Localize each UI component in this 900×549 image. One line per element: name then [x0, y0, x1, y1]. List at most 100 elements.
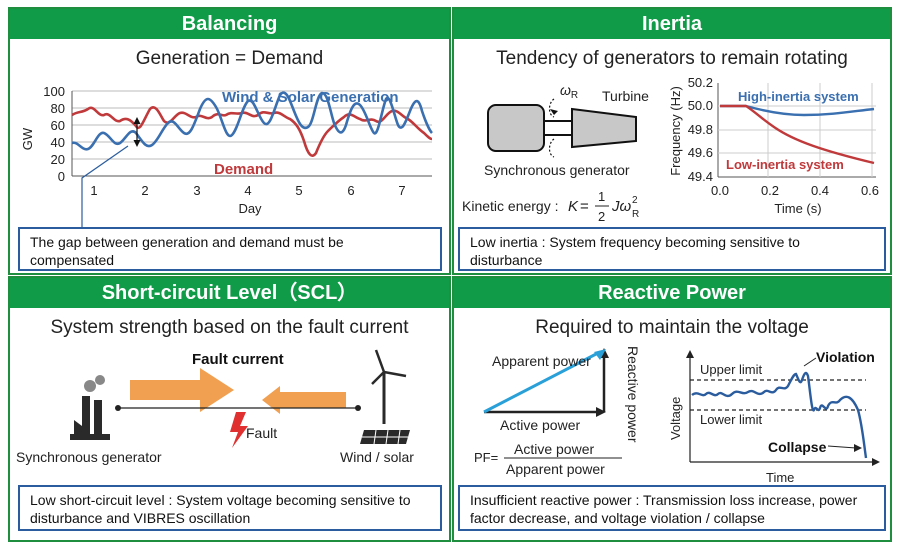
inertia-note: Low inertia : System frequency becoming …: [458, 227, 886, 271]
svg-text:2: 2: [598, 209, 605, 224]
power-triangle: [483, 348, 609, 417]
voltage-line: [691, 371, 868, 459]
freq-xtick: 0.6: [861, 183, 879, 198]
high-inertia-line: [720, 104, 875, 117]
bus-node-right: [355, 405, 361, 411]
fault-current-arrow: [130, 368, 234, 412]
svg-text:=: =: [580, 198, 589, 215]
demand-label: Demand: [214, 161, 273, 178]
low-inertia-label: Low-inertia system: [726, 157, 844, 172]
wind-solar-label: Wind & Solar Generation: [222, 89, 399, 106]
gap-arrow-head-up: [133, 117, 141, 124]
balancing-xtick: 7: [398, 183, 405, 198]
collapse-arrow-head: [854, 444, 862, 452]
lower-limit-label: Lower limit: [700, 412, 763, 427]
balancing-note: The gap between generation and demand mu…: [18, 227, 442, 271]
scl-diagram: Fault current Fault: [16, 349, 414, 465]
apparent-power-label: Apparent power: [492, 353, 591, 369]
svg-text:R: R: [632, 209, 639, 220]
wind-current-arrow: [262, 386, 346, 414]
voltage-axis-label: Voltage: [668, 397, 683, 440]
gap-arrow-head-down: [133, 140, 141, 147]
balancing-xtick: 6: [347, 183, 354, 198]
turbine-icon: [571, 107, 637, 149]
freq-ytick: 50.2: [688, 75, 713, 90]
inertia-diagram: ωR Turbine Synchronous generator Kinetic…: [462, 75, 879, 224]
balancing-xtick: 3: [193, 183, 200, 198]
kinetic-label: Kinetic energy :: [462, 198, 559, 214]
freq-xtick: 0.2: [761, 183, 779, 198]
freq-ylabel: Frequency (Hz): [668, 86, 683, 176]
freq-xlabel: Time (s): [774, 201, 821, 216]
inertia-subtitle: Tendency of generators to remain rotatin…: [496, 48, 848, 69]
balancing-ytick: 80: [51, 101, 65, 116]
scl-note: Low short-circuit level : System voltage…: [18, 485, 442, 531]
fault-label: Fault: [246, 425, 277, 441]
violation-pointer: [803, 357, 817, 367]
balancing-xtick: 1: [90, 183, 97, 198]
scl-panel: Short-circuit Level（SCL） System strength…: [8, 276, 451, 542]
rotation-icon: [548, 98, 555, 158]
pf-numerator: Active power: [514, 441, 594, 457]
balancing-subtitle: Generation = Demand: [135, 48, 324, 69]
reactive-subtitle: Required to maintain the voltage: [535, 317, 809, 338]
balancing-ytick: 60: [51, 118, 65, 133]
balancing-xtick: 5: [295, 183, 302, 198]
balancing-xlabel: Day: [238, 201, 262, 216]
freq-xtick: 0.4: [811, 183, 829, 198]
pf-label: PF=: [474, 450, 498, 465]
kinetic-formula: K = 1 2 Jω 2 R: [568, 189, 639, 224]
balancing-gridlines: [72, 90, 432, 160]
fault-icon: [230, 412, 248, 448]
time-axis-label: Time: [766, 470, 794, 485]
balancing-ytick: 20: [51, 152, 65, 167]
collapse-pointer: [827, 445, 857, 449]
svg-text:Jω: Jω: [611, 198, 632, 215]
scl-subtitle: System strength based on the fault curre…: [50, 317, 409, 338]
svg-text:2: 2: [632, 195, 638, 206]
scl-header: Short-circuit Level（SCL）: [10, 278, 449, 308]
voltage-chart: Upper limit Lower limit Violation Collap…: [668, 349, 880, 485]
inertia-panel: Inertia Tendency of generators to remain…: [452, 7, 892, 275]
factory-icon: [70, 375, 110, 440]
fault-current-label: Fault current: [192, 351, 284, 368]
pf-denominator: Apparent power: [506, 461, 605, 477]
frequency-chart: 50.2 50.0 49.8 49.6 49.4 0.0 0.2 0.4 0.6…: [668, 75, 879, 216]
sync-gen-label: Synchronous generator: [16, 449, 162, 465]
balancing-ylabel: GW: [20, 127, 35, 150]
balancing-header: Balancing: [10, 9, 449, 39]
balancing-xtick: 4: [244, 183, 251, 198]
freq-xtick: 0.0: [711, 183, 729, 198]
balancing-ytick: 100: [43, 84, 65, 99]
freq-ytick: 50.0: [688, 98, 713, 113]
svg-text:1: 1: [598, 189, 605, 204]
solar-panel-icon: [360, 429, 410, 445]
gap-callout-line: [81, 145, 129, 228]
freq-ytick: 49.6: [688, 145, 713, 160]
balancing-ytick: 0: [58, 169, 65, 184]
omega-label: ωR: [560, 82, 578, 101]
balancing-xtick: 2: [141, 183, 148, 198]
wind-solar-source-label: Wind / solar: [340, 449, 414, 465]
upper-limit-label: Upper limit: [700, 362, 763, 377]
turbine-label: Turbine: [602, 88, 649, 104]
freq-ytick: 49.4: [688, 169, 713, 184]
reactive-header: Reactive Power: [454, 278, 890, 308]
low-inertia-line: [720, 104, 875, 165]
freq-ytick: 49.8: [688, 122, 713, 137]
active-power-label: Active power: [500, 417, 580, 433]
svg-text:K: K: [568, 198, 579, 215]
balancing-ytick: 40: [51, 135, 65, 150]
collapse-label: Collapse: [768, 439, 827, 455]
bus-node-left: [115, 405, 121, 411]
generator-icon: [487, 104, 545, 152]
reactive-power-label: Reactive power: [625, 346, 641, 443]
balancing-chart: 0 20 40 60 80 100 GW 1 2 3 4 5 6 7 Day W…: [20, 84, 434, 228]
reactive-panel: Reactive Power Required to maintain the …: [452, 276, 892, 542]
wind-turbine-icon: [371, 349, 407, 424]
high-inertia-label: High-inertia system: [738, 89, 859, 104]
violation-label: Violation: [816, 349, 875, 365]
reactive-diagram: Apparent power Reactive power Active pow…: [474, 346, 880, 485]
inertia-header: Inertia: [454, 9, 890, 39]
generator-label: Synchronous generator: [484, 162, 630, 178]
